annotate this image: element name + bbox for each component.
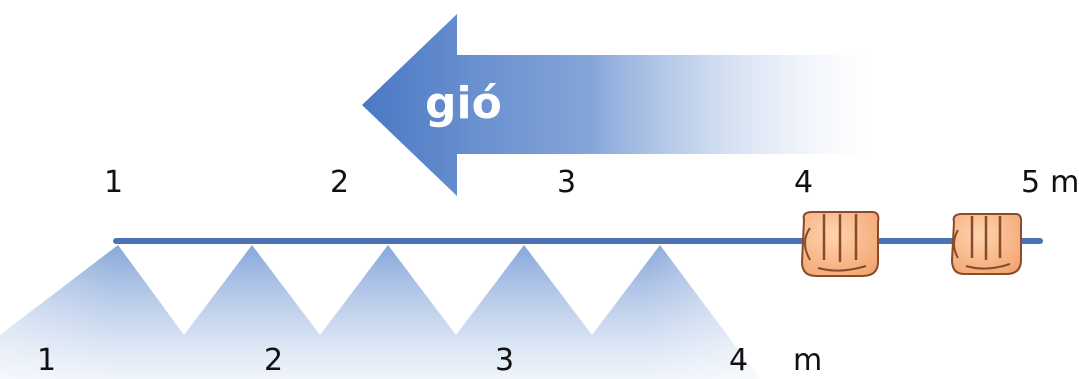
fist-icon <box>800 211 880 277</box>
top-tick-3: 3 <box>557 165 577 200</box>
wind-arrow-shape <box>362 14 870 196</box>
bottom-peaks <box>0 245 760 379</box>
top-tick-4: 4 <box>794 165 814 200</box>
top-tick-1: 1 <box>104 165 124 200</box>
bottom-tick-3: 3 <box>495 343 515 378</box>
peak-strip-fade <box>0 245 760 379</box>
wind-arrow <box>362 14 870 196</box>
top-tick-5-value: 5 <box>1021 165 1041 200</box>
top-unit: m <box>1050 165 1079 200</box>
bottom-tick-4: 4 <box>729 343 749 378</box>
top-tick-2: 2 <box>330 165 350 200</box>
fist-icon <box>950 213 1023 275</box>
wind-label: gió <box>425 78 502 129</box>
bottom-unit: m <box>793 343 823 378</box>
bottom-tick-2: 2 <box>264 343 284 378</box>
bottom-tick-1: 1 <box>37 343 57 378</box>
